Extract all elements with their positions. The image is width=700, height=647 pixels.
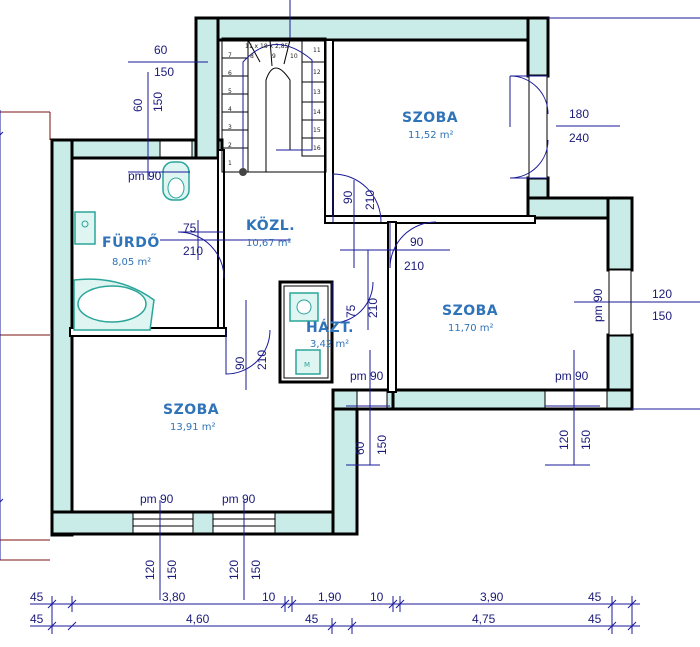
dim-bath-door-h: 210: [183, 244, 203, 258]
room-name-kozl: KÖZL.: [246, 216, 295, 234]
stair-step: 1: [228, 160, 232, 167]
dim-sw-door-w: 90: [233, 356, 247, 370]
dim-stair-door-w: 90: [341, 190, 355, 204]
stair-step: 12: [313, 69, 321, 76]
room-name-szoba-sw: SZOBA: [163, 402, 219, 418]
opening-dimension-lines: [128, 0, 700, 600]
hazt-appliance-label: M: [304, 361, 310, 369]
room-area-szoba-sw: 13,91 m²: [170, 422, 216, 433]
bottom-dimension-texts: 45 3,80 10 1,90 10 3,90 45 45 4,60 45 4,…: [30, 590, 602, 626]
dim-bath-win-h: 150: [151, 92, 165, 112]
dim-s-w2: 120: [227, 560, 241, 580]
dim-mid-pm: pm 90: [350, 369, 384, 383]
stair-label: 11 x 18 x 2,85: [245, 43, 289, 50]
dim-stair-door-h: 210: [363, 190, 377, 210]
stair-step: 8: [250, 53, 254, 60]
dim-e-door-w: 90: [410, 235, 424, 249]
stair-step: 4: [228, 106, 232, 113]
dim-e-win-w: 120: [652, 287, 672, 301]
stair-step: 16: [313, 145, 321, 152]
stair-step: 5: [228, 88, 232, 95]
dim-stair-top-w: 60: [154, 43, 168, 57]
dim-row1-item: 45: [30, 590, 44, 604]
dim-row2-item: 45: [588, 612, 602, 626]
dim-row2-item: 45: [30, 612, 44, 626]
stair-step: 3: [228, 124, 232, 131]
room-name-furdo: FÜRDŐ: [102, 233, 160, 251]
dim-row2-item: 45: [305, 612, 319, 626]
stair-step: 6: [228, 70, 232, 77]
dim-e-low-pm: pm 90: [555, 369, 589, 383]
dim-row2-item: 4,60: [186, 612, 210, 626]
dim-row1-item: 3,80: [162, 590, 186, 604]
doors: [177, 75, 549, 375]
dim-e-low-w: 120: [557, 430, 571, 450]
dim-mid-win-w: 60: [353, 441, 367, 455]
room-labels: FÜRDŐ 8,05 m² KÖZL. 10,67 m² HÁZT. 3,42 …: [102, 110, 498, 433]
left-dimension-lines: [0, 110, 51, 561]
stair-step: 10: [290, 53, 298, 60]
dim-e-win-pm: pm 90: [591, 288, 605, 322]
room-area-kozl: 10,67 m²: [246, 238, 292, 249]
stair-step: 9: [272, 53, 276, 60]
dim-e-low-h: 150: [579, 430, 593, 450]
staircase: 11 x 18 x 2,85 7 6 5 4 3 2 1 11 12 13 14…: [221, 37, 327, 176]
room-name-szoba-ne: SZOBA: [402, 110, 458, 126]
dim-ne-win-w: 180: [569, 107, 589, 121]
dim-e-win-h: 150: [652, 309, 672, 323]
stair-step: 14: [313, 109, 321, 116]
dim-hazt-door-h: 210: [366, 298, 380, 318]
dim-hazt-door-w: 75: [344, 304, 358, 318]
opening-dimensions: 60 150 60 150 pm 90 75 210 90 210 180 24…: [128, 43, 672, 580]
room-area-furdo: 8,05 m²: [112, 257, 151, 268]
stair-step: 13: [313, 89, 321, 96]
dim-stair-top-h: 150: [154, 65, 174, 79]
dim-row1-item: 10: [370, 590, 384, 604]
dim-s-pm1: pm 90: [140, 492, 174, 506]
dim-row1-item: 3,90: [480, 590, 504, 604]
exterior-walls: [50, 16, 634, 537]
dim-bath-win-w: 60: [131, 98, 145, 112]
dim-ne-win-h: 240: [569, 131, 589, 145]
dim-e-door-h: 210: [404, 259, 424, 273]
room-area-szoba-ne: 11,52 m²: [408, 130, 454, 141]
stair-step: 15: [313, 127, 321, 134]
dim-s-pm2: pm 90: [222, 492, 256, 506]
dim-s-h1: 150: [165, 560, 179, 580]
dim-bath-door-w: 75: [183, 221, 197, 235]
bathroom-fixtures: M: [73, 161, 321, 375]
stair-step: 11: [313, 47, 321, 54]
room-name-szoba-e: SZOBA: [442, 303, 498, 319]
dim-row2-item: 4,75: [472, 612, 496, 626]
room-name-hazt: HÁZT.: [306, 319, 354, 336]
dim-sw-door-h: 210: [255, 350, 269, 370]
stair-step: 7: [228, 52, 232, 59]
dim-row1-item: 45: [588, 590, 602, 604]
stair-step: 2: [228, 142, 232, 149]
dim-s-h2: 150: [249, 560, 263, 580]
dim-row1-item: 10: [262, 590, 276, 604]
dim-row1-item: 1,90: [318, 590, 342, 604]
dim-mid-win-h: 150: [375, 435, 389, 455]
room-area-hazt: 3,42 m²: [310, 339, 349, 350]
room-area-szoba-e: 11,70 m²: [448, 323, 494, 334]
dim-s-w1: 120: [143, 560, 157, 580]
dim-bath-win-pm: pm 90: [128, 169, 162, 183]
bottom-dimension-chains: [30, 596, 640, 634]
